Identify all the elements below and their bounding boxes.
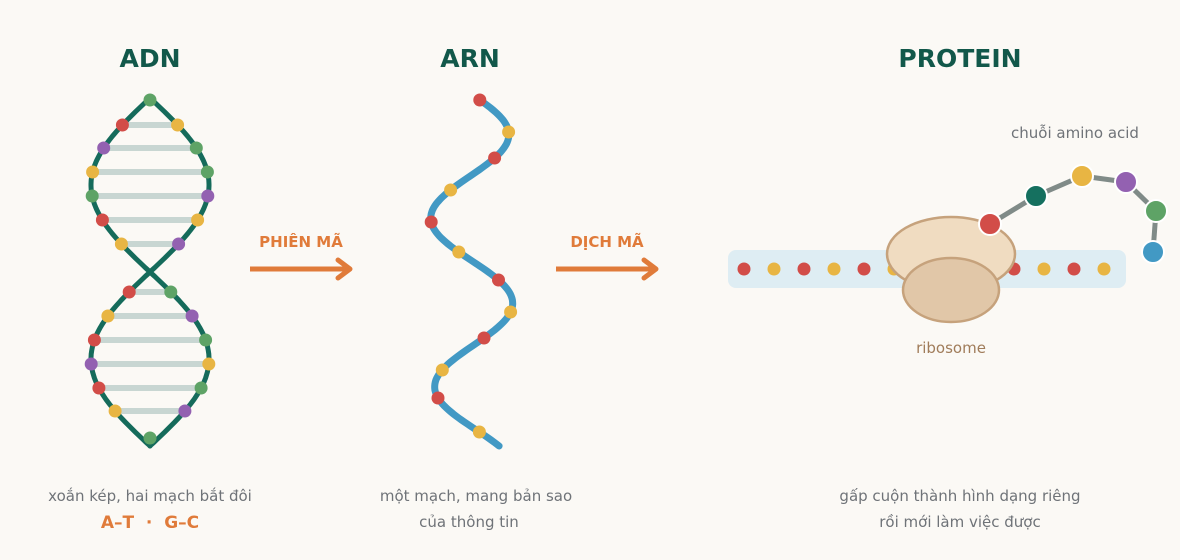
- rna-nucleotides: [424, 93, 518, 439]
- amino-acid-at-ribosome: [978, 212, 1002, 236]
- amino-acid: [1144, 199, 1168, 223]
- mrna-nucleotide: [1097, 262, 1111, 276]
- amino-acid: [1024, 184, 1048, 208]
- rna-title: ARN: [440, 44, 500, 73]
- dna-nucleotide: [178, 404, 192, 418]
- mrna-nucleotide: [827, 262, 841, 276]
- dna-nucleotide: [115, 118, 129, 132]
- amino-acid: [1070, 164, 1094, 188]
- protein-title: PROTEIN: [898, 44, 1021, 73]
- translation-arrow: [556, 257, 659, 281]
- mrna-nucleotide: [857, 262, 871, 276]
- amino-acid-chain: [988, 164, 1168, 264]
- dna-nucleotide: [143, 431, 157, 445]
- transcription-arrow: [250, 257, 353, 281]
- ribosome-label: ribosome: [916, 339, 986, 357]
- dna-caption: xoắn kép, hai mạch bắt đôi: [48, 487, 252, 505]
- dna-nucleotide: [86, 165, 100, 179]
- dna-nucleotide: [85, 189, 99, 203]
- mrna-nucleotide: [1037, 262, 1051, 276]
- transcription-label: PHIÊN MÃ: [259, 232, 343, 251]
- mrna-nucleotide: [1067, 262, 1081, 276]
- dna-nucleotide: [185, 309, 199, 323]
- dna-nucleotide: [84, 357, 98, 371]
- rna-nucleotide: [452, 245, 466, 259]
- dna-nucleotide: [200, 165, 214, 179]
- rna-single-strand: [424, 93, 518, 450]
- rna-nucleotide: [424, 215, 438, 229]
- ribosome: [885, 215, 1017, 324]
- rna-nucleotide: [472, 425, 486, 439]
- dna-nucleotide: [191, 213, 205, 227]
- dna-double-helix: [84, 93, 216, 449]
- rna-caption-line-1: một mạch, mang bản sao: [380, 487, 572, 505]
- dna-nucleotide: [143, 93, 157, 107]
- dna-nucleotide: [199, 333, 213, 347]
- translation-label: DỊCH MÃ: [570, 232, 644, 251]
- dna-nucleotide: [101, 309, 115, 323]
- rna-caption-line-2: của thông tin: [419, 513, 519, 531]
- rna-nucleotide: [492, 273, 505, 287]
- dna-nucleotide: [189, 141, 203, 155]
- rna-nucleotide: [444, 183, 458, 197]
- dna-nucleotide: [87, 333, 101, 347]
- rna-nucleotide: [477, 331, 491, 345]
- rna-nucleotide: [504, 305, 518, 319]
- dna-nucleotide: [114, 237, 128, 251]
- dna-title: ADN: [119, 44, 180, 73]
- mrna-nucleotide: [737, 262, 751, 276]
- rna-nucleotide: [502, 125, 516, 139]
- dna-nucleotide: [92, 381, 106, 395]
- ribosome-small-subunit: [901, 256, 1001, 324]
- dna-nucleotide: [95, 213, 109, 227]
- dna-base-pair-rule: A–T · G–C: [101, 513, 199, 533]
- dna-base-pairs: [94, 122, 206, 414]
- dna-nucleotide: [97, 141, 111, 155]
- protein-caption-line-1: gấp cuộn thành hình dạng riêng: [839, 487, 1080, 505]
- dna-nucleotides: [84, 93, 216, 445]
- dna-nucleotide: [172, 237, 186, 251]
- rna-nucleotide: [473, 93, 487, 107]
- amino-acid-chain-label: chuỗi amino acid: [1011, 124, 1139, 142]
- dna-nucleotide: [201, 189, 215, 203]
- rna-nucleotide: [488, 151, 502, 165]
- dna-nucleotide: [194, 381, 208, 395]
- mrna-nucleotide: [767, 262, 781, 276]
- rna-nucleotide: [435, 363, 449, 377]
- amino-acid: [1114, 170, 1138, 194]
- mrna-nucleotide: [797, 262, 811, 276]
- protein-caption-line-2: rồi mới làm việc được: [879, 513, 1040, 531]
- dna-nucleotide: [122, 285, 136, 299]
- amino-acid: [1141, 240, 1165, 264]
- rna-nucleotide: [431, 391, 445, 405]
- amino-acids: [1024, 164, 1168, 264]
- dna-nucleotide: [202, 357, 216, 371]
- dna-nucleotide: [164, 285, 178, 299]
- dna-nucleotide: [108, 404, 122, 418]
- dna-nucleotide: [171, 118, 185, 132]
